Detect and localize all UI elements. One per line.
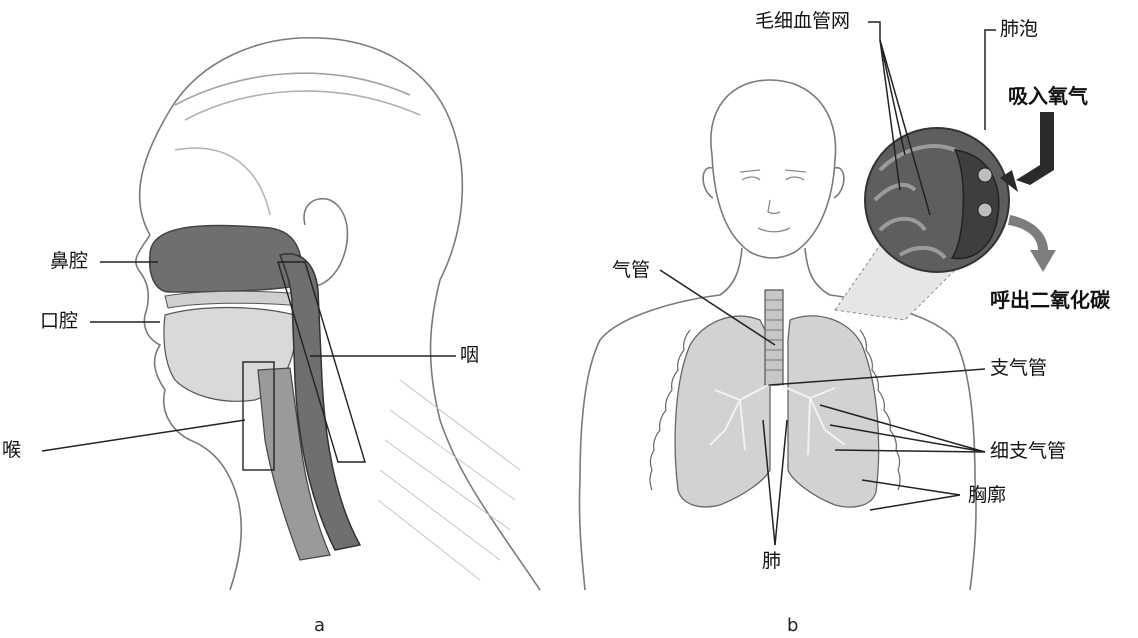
label-alveolus: 肺泡	[1000, 20, 1038, 39]
label-bronchiole: 细支气管	[990, 442, 1066, 461]
inhale-arrow	[1016, 112, 1054, 185]
label-larynx: 喉	[2, 441, 21, 460]
co2-molecule	[978, 203, 992, 217]
label-exhale-co2: 呼出二氧化碳	[990, 290, 1110, 310]
label-nasal-cavity: 鼻腔	[50, 252, 88, 271]
label-oral-cavity: 口腔	[40, 312, 78, 331]
caption-b: b	[787, 617, 798, 635]
right-lung-shape	[788, 316, 879, 507]
palate-shape	[165, 291, 300, 308]
label-capillary-network: 毛细血管网	[755, 12, 850, 31]
face-features	[740, 170, 806, 232]
exhale-arrow	[1008, 215, 1048, 250]
caption-a: a	[314, 617, 325, 635]
trachea-shape	[765, 290, 783, 385]
label-trachea: 气管	[612, 261, 650, 280]
left-lung-shape	[675, 316, 770, 507]
neck-shading	[378, 380, 520, 580]
label-pharynx: 咽	[460, 346, 479, 365]
label-bronchus: 支气管	[990, 359, 1047, 378]
nasal-cavity-shape	[150, 225, 302, 292]
exhale-arrowhead	[1030, 250, 1056, 272]
label-lung: 肺	[762, 552, 781, 571]
label-inhale-oxygen: 吸入氧气	[1008, 86, 1088, 106]
label-thorax: 胸廓	[968, 486, 1006, 505]
o2-molecule	[978, 168, 992, 182]
